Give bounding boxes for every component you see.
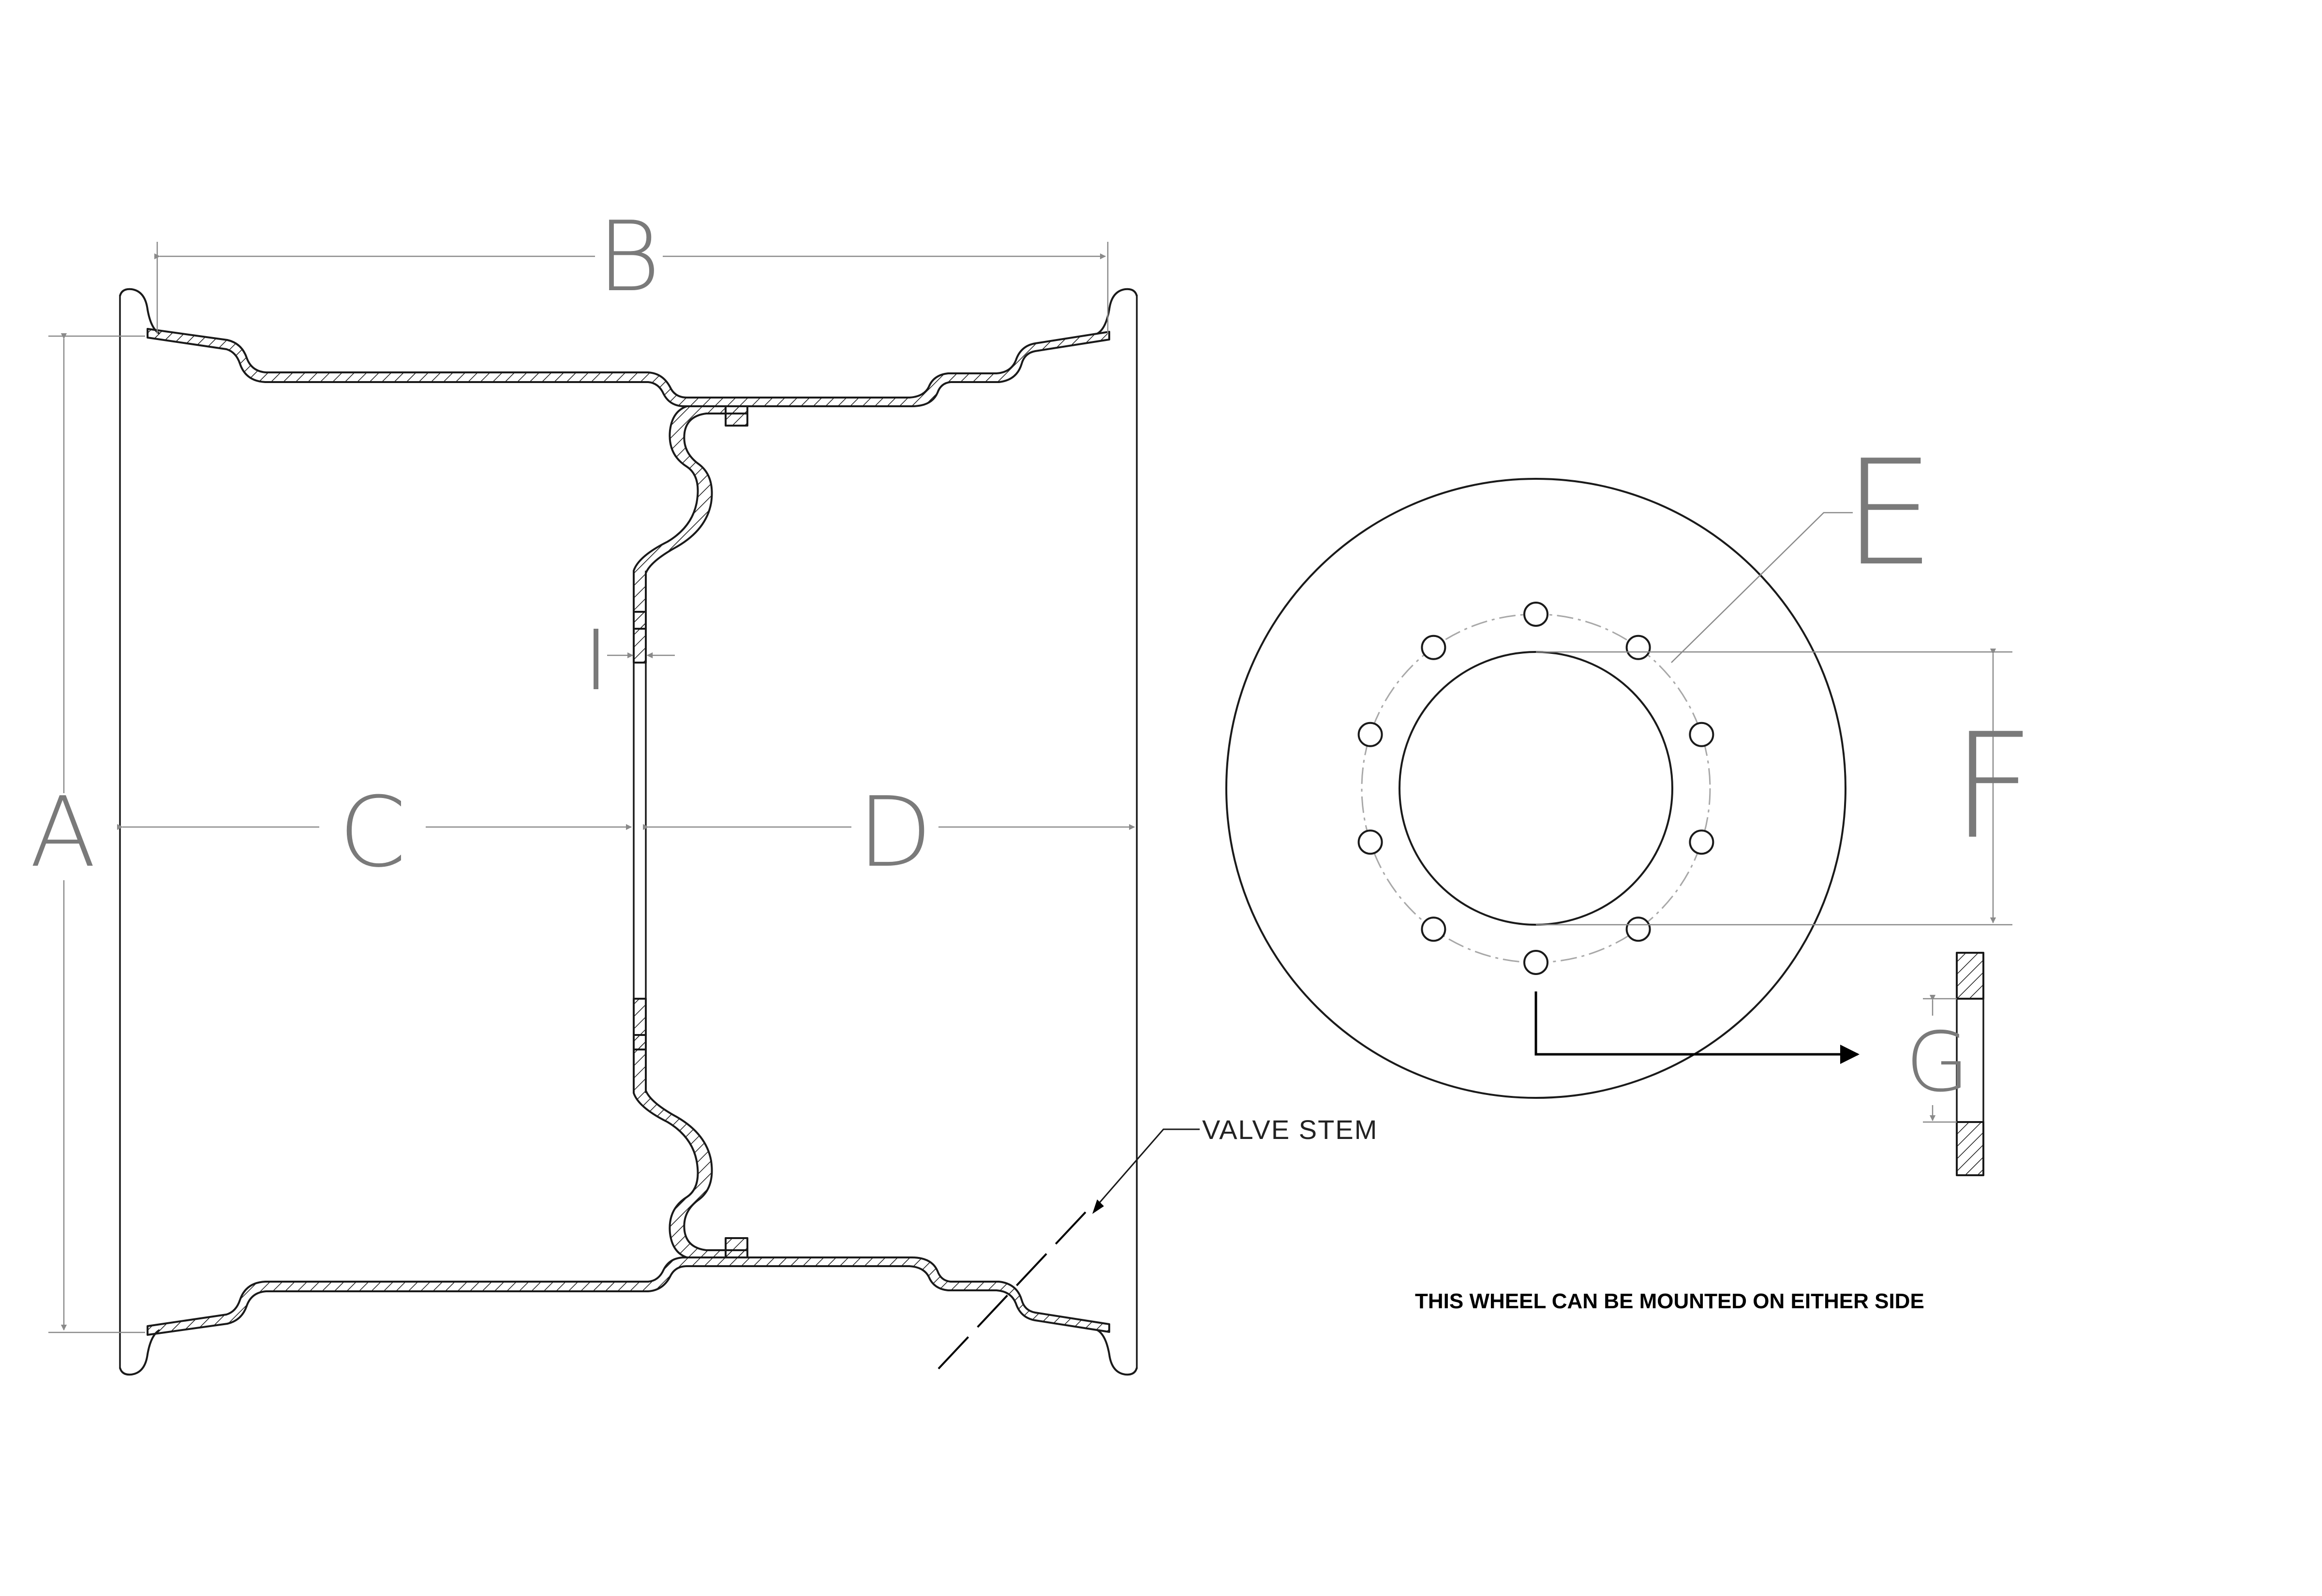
dim-label-c: C xyxy=(339,776,406,889)
bolt-hole xyxy=(1357,829,1383,855)
dim-label-a: A xyxy=(30,776,96,889)
dim-label-d: D xyxy=(858,776,932,889)
wheel-outer-circle xyxy=(1225,478,1846,1099)
bottom-left-flange xyxy=(119,1329,161,1376)
valve-stem-leader xyxy=(1097,1128,1200,1205)
dim-label-f: F xyxy=(1951,702,2035,871)
bottom-weld-pad xyxy=(725,1237,748,1258)
rim-section-view xyxy=(119,288,1200,1376)
bolt-hole xyxy=(1523,950,1548,975)
bolt-hole xyxy=(1421,916,1446,942)
bolt-hole xyxy=(1689,829,1714,855)
bottom-right-flange xyxy=(1096,1329,1138,1376)
bolt-holes xyxy=(1357,602,1714,975)
dim-label-e: E xyxy=(1843,429,1935,598)
top-rim-band xyxy=(147,328,1110,407)
wheel-front-view xyxy=(1225,478,2012,1099)
detail-lower-block xyxy=(1956,1121,1984,1176)
valve-stem-label: VALVE STEM xyxy=(1202,1114,1378,1145)
side-view-dimensions xyxy=(48,242,1135,1333)
section-arrow xyxy=(1534,991,1860,1064)
bolt-hole xyxy=(1421,635,1446,660)
valve-stem-axis xyxy=(938,1208,1089,1370)
bolt-hole xyxy=(1689,722,1714,747)
top-weld-pad xyxy=(725,405,748,427)
bottom-rim-band xyxy=(147,1256,1110,1336)
top-right-flange xyxy=(1096,288,1138,335)
disc-lower-web xyxy=(633,1034,748,1258)
dim-e-leader xyxy=(1671,512,1853,663)
top-left-flange xyxy=(119,288,161,335)
bolt-circle xyxy=(1361,613,1711,963)
bolt-hole xyxy=(1523,602,1548,627)
bolt-hole-section-lower xyxy=(633,998,647,1050)
dim-label-b: B xyxy=(597,201,661,313)
valve-stem-leader-arrow xyxy=(1092,1199,1104,1214)
detail-upper-block xyxy=(1956,952,1984,1000)
disc-upper-web xyxy=(633,405,748,630)
bolt-hole xyxy=(1625,916,1651,942)
mounting-note: THIS WHEEL CAN BE MOUNTED ON EITHER SIDE xyxy=(1415,1289,1924,1313)
dim-label-g: G xyxy=(1905,1015,1969,1110)
bolt-hole-section-upper xyxy=(633,611,647,664)
bolt-hole xyxy=(1357,722,1383,747)
bolt-hole xyxy=(1625,635,1651,660)
center-bore-circle xyxy=(1399,651,1673,926)
bolt-hole-section-detail xyxy=(1923,952,1984,1176)
